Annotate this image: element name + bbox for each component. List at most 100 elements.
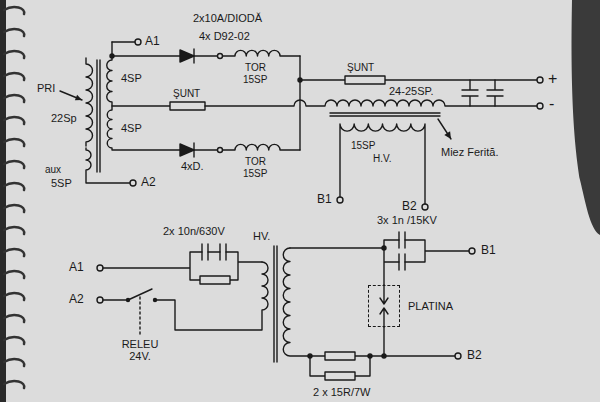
terminal	[130, 180, 136, 186]
schematic-label: 4SP	[120, 72, 143, 84]
schematic-label: 4SP	[120, 122, 143, 134]
binding-ring	[4, 117, 24, 124]
primary-winding	[86, 58, 93, 146]
binding-ring	[4, 73, 24, 80]
junction-dot	[368, 354, 372, 358]
binding-ring	[4, 139, 24, 146]
output-inductor	[205, 100, 537, 106]
schematic-label: Miez Ferită.	[440, 146, 499, 158]
schematic-label: 2x10A/DIODĂ	[192, 12, 263, 24]
schematic-label: A2	[140, 176, 157, 189]
binding-ring	[4, 315, 24, 322]
wire	[112, 55, 180, 56]
terminal	[469, 248, 475, 254]
schematic-label: B1	[480, 244, 497, 257]
resistor-symbol	[170, 102, 205, 110]
terminal	[455, 353, 461, 359]
wire	[103, 252, 262, 280]
terminal	[218, 148, 223, 153]
wire	[300, 79, 537, 80]
schematic-label: -	[548, 95, 555, 113]
binding-strip	[0, 0, 6, 402]
binding-ring	[4, 161, 24, 168]
contact-dot	[127, 299, 130, 302]
binding-ring	[4, 381, 24, 388]
hv-primary-winding	[155, 262, 268, 330]
contact-dot	[154, 299, 157, 302]
terminal	[537, 103, 543, 109]
diode-symbol	[180, 50, 194, 62]
schematic-label: aux	[44, 164, 62, 175]
junction-dot	[382, 246, 386, 250]
toroid-inductor	[223, 144, 301, 150]
spiral-binding	[4, 7, 24, 388]
capacitor-symbol	[220, 244, 226, 260]
schematic-label: 2 x 15R/7W	[312, 386, 371, 398]
schematic-label: 15SP	[242, 74, 268, 85]
binding-ring	[4, 293, 24, 300]
wire	[383, 327, 384, 356]
terminal	[337, 197, 343, 203]
leader-arrow	[60, 91, 82, 100]
wire	[290, 240, 469, 285]
arrow-head	[75, 95, 82, 101]
schematic-label: 24-25SP.	[388, 85, 434, 97]
center-tap-wire	[112, 105, 170, 106]
schematic-label: 4xD.	[180, 160, 205, 172]
secondary-winding	[107, 42, 180, 150]
schematic-label: +	[547, 70, 558, 88]
binding-ring	[4, 51, 24, 58]
hv-secondary-winding	[283, 248, 310, 356]
binding-ring	[4, 29, 24, 36]
resistor-symbol	[345, 76, 385, 84]
aux-winding	[86, 148, 130, 183]
resistor-symbol	[325, 372, 355, 380]
schematic-label: 15SP	[350, 140, 376, 151]
terminal	[97, 265, 103, 271]
schematic-label: A1	[68, 261, 85, 274]
terminal	[135, 39, 141, 45]
capacitor-symbol	[487, 80, 503, 106]
terminal	[218, 54, 223, 59]
transformer-core	[274, 246, 277, 362]
binding-ring	[4, 227, 24, 234]
schematic-label: TOR	[244, 156, 267, 167]
binding-ring	[4, 249, 24, 256]
schematic-label: 3x 1n /15KV	[376, 214, 438, 226]
schematic-label: H.V.	[372, 153, 393, 164]
wire	[194, 55, 218, 56]
terminal	[422, 204, 428, 210]
wire	[194, 149, 218, 150]
binding-ring	[4, 359, 24, 366]
wire	[112, 41, 135, 42]
binding-ring	[4, 7, 24, 14]
schematic-label: ŞUNT	[346, 62, 375, 73]
diode-symbol	[180, 144, 194, 156]
schematic-label: RELEU 24V.	[116, 338, 164, 362]
schematic-label: TOR	[244, 62, 267, 73]
terminal	[97, 297, 103, 303]
capacitor-symbol	[399, 232, 405, 248]
junction-dot	[308, 354, 312, 358]
schematic-label: 15SP	[242, 168, 268, 179]
leader-arrow	[438, 119, 451, 139]
page-edge-shadow	[572, 0, 600, 235]
schematic-label: 22Sp	[50, 112, 78, 124]
relay-link	[139, 297, 140, 334]
schematic-label: 4x D92-02	[198, 30, 251, 42]
resistor-symbol	[200, 276, 230, 284]
schematic-label: B2	[466, 349, 483, 362]
arrow-head	[444, 131, 451, 139]
wire	[299, 56, 300, 150]
schematic-label: 5SP	[50, 177, 73, 189]
capacitor-symbol	[399, 254, 405, 270]
schematic-label: B1	[316, 193, 333, 206]
toroid-inductor	[223, 50, 301, 56]
binding-ring	[4, 183, 24, 190]
schematic-label: B2	[401, 200, 418, 213]
binding-ring	[4, 337, 24, 344]
resistor-symbol	[325, 352, 355, 360]
schematic-label: A2	[68, 293, 85, 306]
binding-ring	[4, 205, 24, 212]
